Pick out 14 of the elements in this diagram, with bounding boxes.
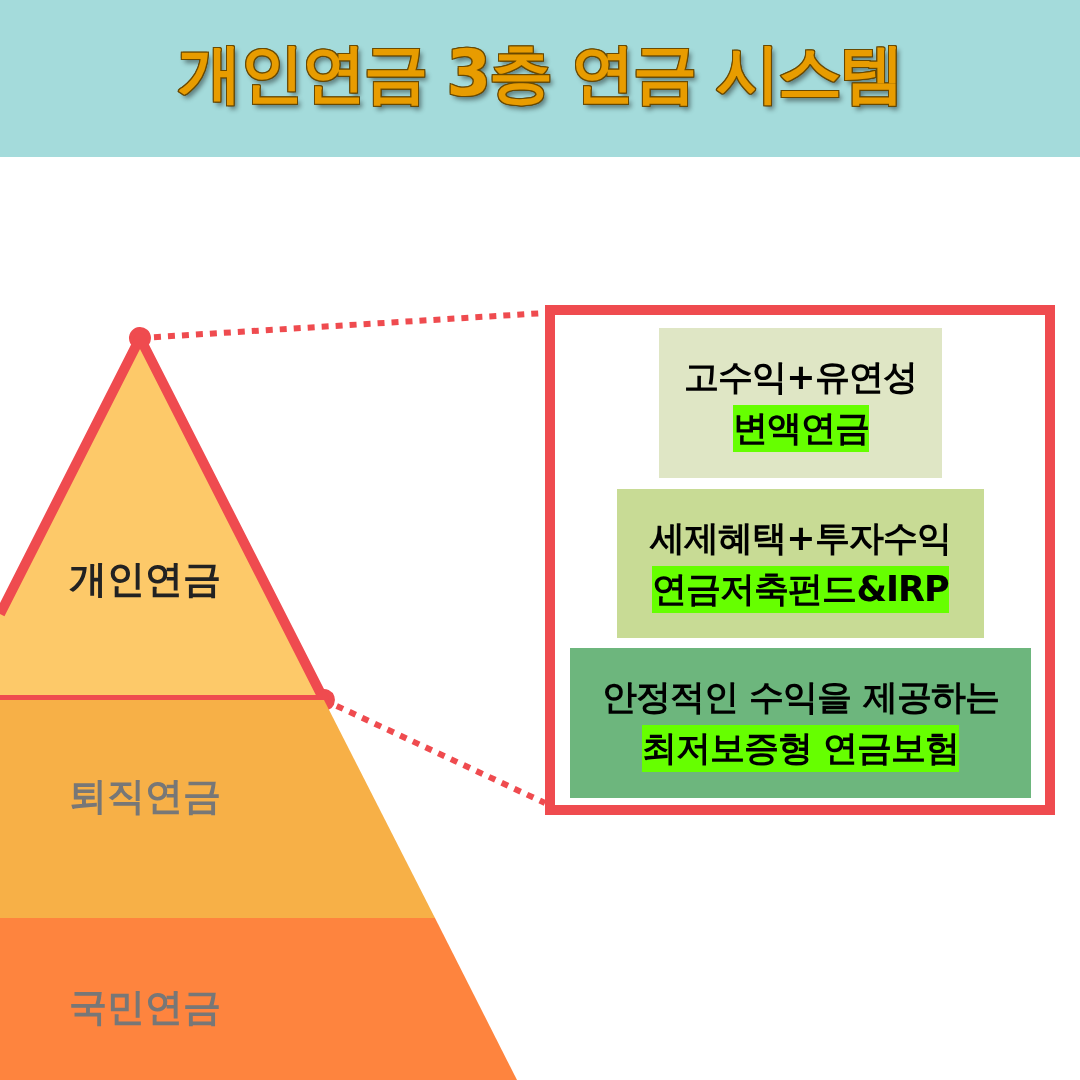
tier-label: 국민연금 [69,984,221,1031]
tier-label: 퇴직연금 [69,773,221,820]
title: 개인연금 3층 연금 시스템 [178,36,902,110]
panel-heading: 세제혜택+투자수익 [650,516,951,560]
highlighted-text: 최저보증형 연금보험 [641,725,960,772]
highlight-frame [545,305,1055,815]
info-panel [617,489,984,638]
tier-label: 개인연금 [69,556,221,603]
highlighted-text: 연금저축펀드&IRP [652,565,949,613]
highlighted-text: 변액연금 [732,405,869,452]
panel-heading: 안정적인 수익을 제공하는 [602,676,999,719]
info-panel [659,328,942,478]
panel-heading: 고수익+유연성 [684,356,917,399]
info-panel [570,648,1031,798]
